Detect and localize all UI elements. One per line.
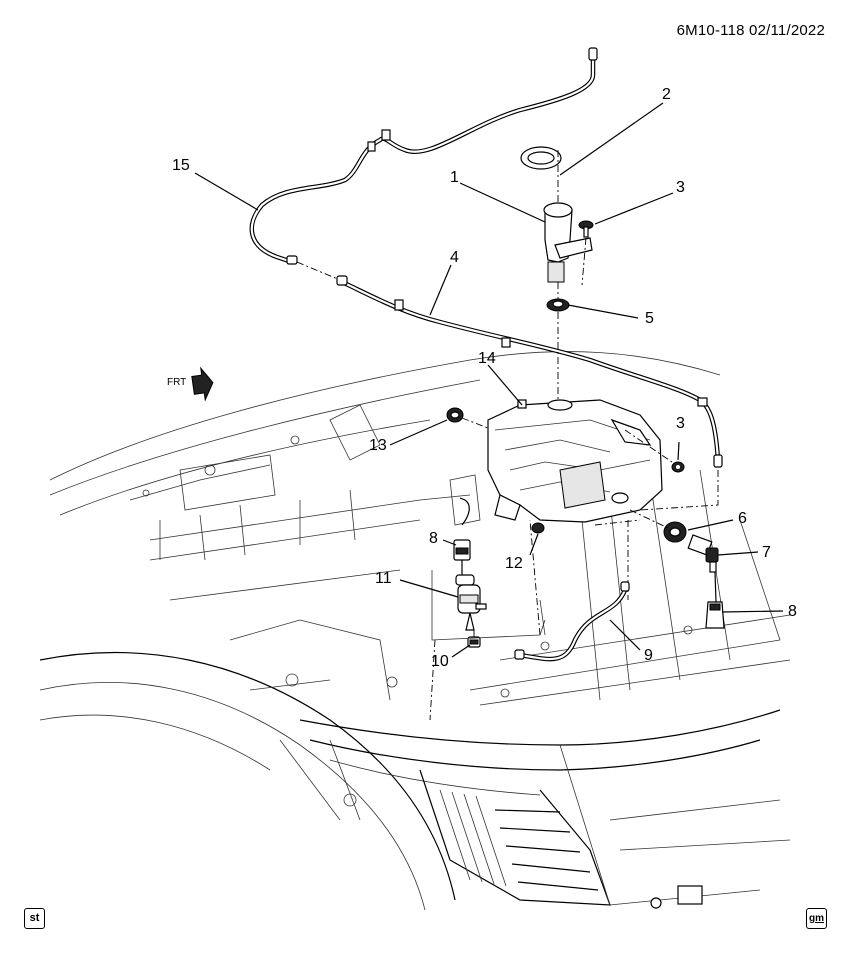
hose-4 — [336, 275, 723, 468]
callout-12: 12 — [505, 555, 523, 572]
callout-1: 1 — [450, 169, 459, 186]
callout-8-right: 8 — [788, 603, 797, 620]
callout-15: 15 — [172, 157, 190, 174]
callout-4: 4 — [450, 249, 459, 266]
connector-8-right — [705, 601, 725, 629]
bolt-3-upper — [578, 220, 594, 238]
clip-12 — [531, 522, 545, 534]
washer-pump-11 — [455, 574, 487, 631]
hose-15 — [249, 47, 598, 265]
callout-9: 9 — [644, 647, 653, 664]
grommet-13 — [446, 407, 464, 423]
washer-reservoir-14 — [487, 399, 663, 523]
connector-8-left — [453, 539, 471, 561]
callout-2: 2 — [662, 86, 671, 103]
callout-11: 11 — [375, 570, 392, 587]
hose-9 — [514, 581, 630, 662]
callout-3-lower: 3 — [676, 415, 685, 432]
callout-8-left: 8 — [429, 530, 438, 547]
callout-numbers: 1 2 3 3 4 5 6 7 8 8 9 10 11 12 13 14 15 — [172, 86, 797, 670]
st-badge: st — [24, 908, 45, 929]
vehicle-body-linework — [39, 351, 791, 911]
diagram-reference-code: 6M10-118 02/11/2022 — [676, 22, 825, 39]
callout-6: 6 — [738, 510, 747, 527]
front-direction-indicator: FRT — [167, 366, 214, 402]
callout-13: 13 — [369, 437, 387, 454]
grommet-6 — [663, 521, 687, 543]
gm-logo-badge: gm — [806, 908, 827, 929]
callout-3-upper: 3 — [676, 179, 685, 196]
front-direction-label: FRT — [167, 377, 186, 388]
level-sensor-7 — [687, 534, 719, 573]
callout-7: 7 — [762, 544, 771, 561]
callout-14: 14 — [478, 350, 496, 367]
grommet-5 — [546, 298, 570, 312]
bolt-3-lower — [671, 461, 685, 473]
filler-neck-1 — [520, 146, 593, 283]
callout-10: 10 — [431, 653, 449, 670]
callout-5: 5 — [645, 310, 654, 327]
callout-leaders — [194, 102, 784, 658]
